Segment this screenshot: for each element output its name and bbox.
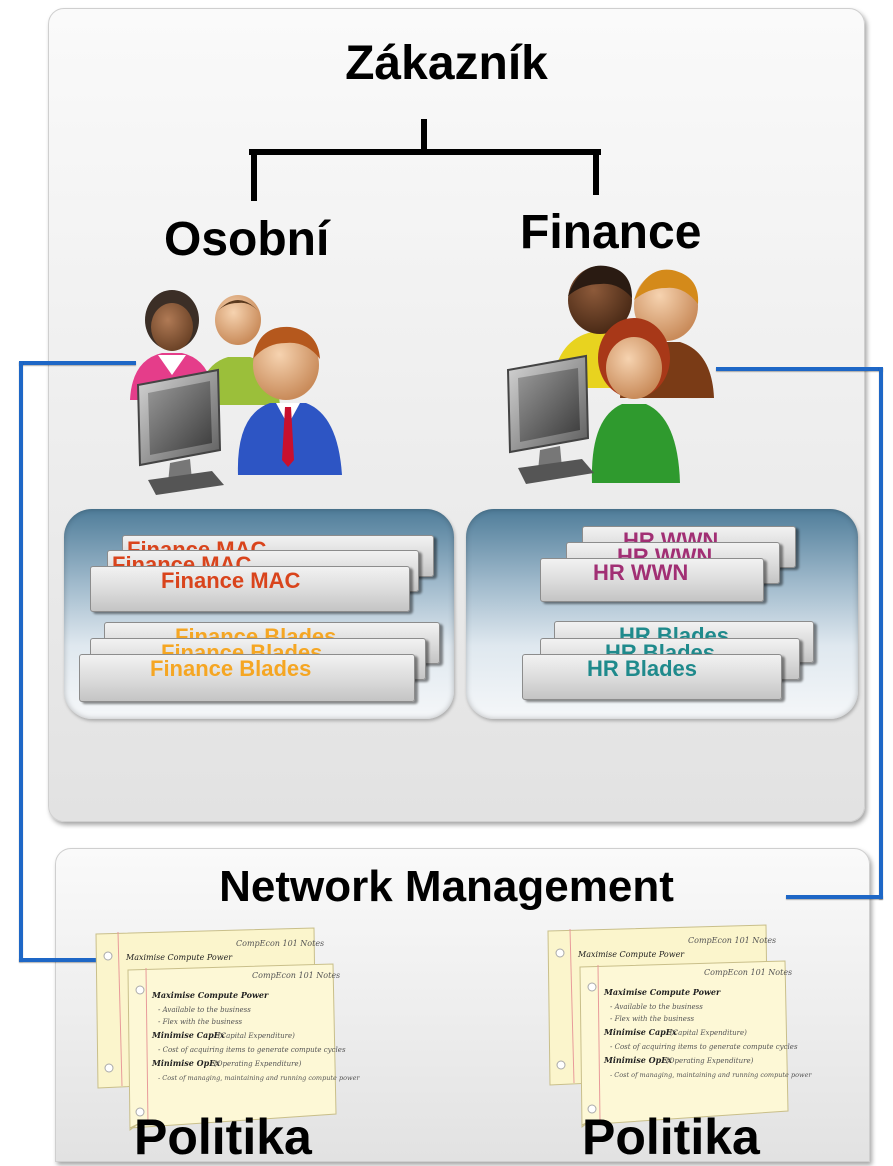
customer-title: Zákazník — [345, 37, 548, 90]
note-heading: Minimise CapEx — [603, 1027, 677, 1037]
note-heading-note: (Operating Expenditure) — [666, 1057, 754, 1065]
note-header: CompEcon 101 Notes — [236, 939, 324, 948]
group-left-title: Osobní — [164, 213, 330, 266]
note-bullet: - Cost of acquiring items to generate co… — [610, 1043, 798, 1051]
policy-notes-right: CompEcon 101 Notes Maximise Compute Powe… — [547, 924, 812, 1128]
connector-right-vertical — [879, 367, 883, 899]
note-bullet: - Available to the business — [158, 1006, 251, 1014]
blade-card: Finance Blades — [79, 654, 415, 702]
note-heading-note: (Operating Expenditure) — [214, 1060, 302, 1068]
blade-card: HR Blades — [522, 654, 782, 700]
note-heading: Minimise CapEx — [151, 1030, 225, 1040]
network-management-title: Network Management — [219, 862, 674, 911]
policy-right-title: Politika — [582, 1109, 760, 1165]
note-header: CompEcon 101 Notes — [252, 971, 340, 980]
note-bullet: - Cost of managing, maintaining and runn… — [158, 1074, 360, 1082]
note-heading: Minimise OpEx — [151, 1058, 220, 1068]
note-heading-note: (Capital Expenditure) — [218, 1032, 295, 1040]
note-heading: Minimise OpEx — [603, 1055, 672, 1065]
connector-left-top — [19, 361, 136, 365]
note-bullet: - Cost of acquiring items to generate co… — [158, 1046, 346, 1054]
policy-left-title: Politika — [134, 1109, 312, 1165]
users-computer-icon-right — [506, 265, 714, 484]
note-heading: Maximise Compute Power — [151, 990, 269, 1000]
policy-notes-left: CompEcon 101 Notes Maximise Compute Powe… — [95, 927, 360, 1131]
note-heading: Maximise Compute Power — [125, 953, 233, 962]
note-heading: Maximise Compute Power — [603, 987, 721, 997]
note-heading: Maximise Compute Power — [577, 950, 685, 959]
wwn-card: HR WWN — [540, 558, 764, 602]
hierarchy-bracket — [249, 119, 601, 201]
connector-right-top — [716, 367, 883, 371]
note-header: CompEcon 101 Notes — [688, 936, 776, 945]
users-computer-icon-left — [130, 290, 342, 495]
note-heading-note: (Capital Expenditure) — [670, 1029, 747, 1037]
mac-card: Finance MAC — [90, 566, 410, 612]
note-bullet: - Flex with the business — [158, 1018, 243, 1026]
connector-left-vertical — [19, 361, 23, 961]
note-bullet: - Available to the business — [610, 1003, 703, 1011]
note-header: CompEcon 101 Notes — [704, 968, 792, 977]
connector-right-bottom — [786, 895, 883, 899]
note-bullet: - Flex with the business — [610, 1015, 695, 1023]
group-right-title: Finance — [520, 206, 702, 259]
note-bullet: - Cost of managing, maintaining and runn… — [610, 1071, 812, 1079]
connector-left-bottom — [19, 958, 103, 962]
